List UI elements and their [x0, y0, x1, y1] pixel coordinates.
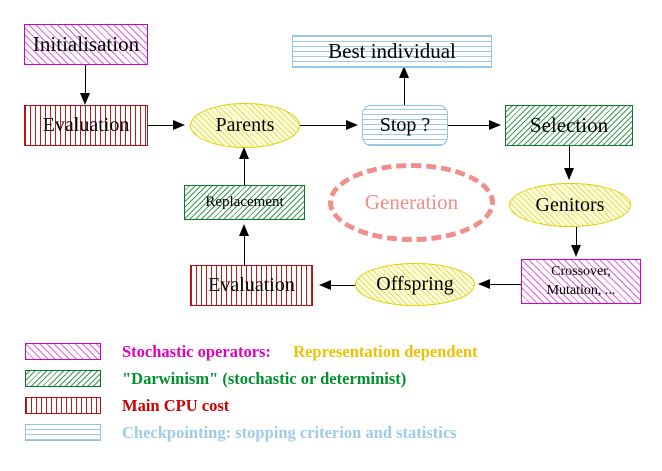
legend-text-checkpointing: Checkpointing: stopping criterion and st… — [122, 422, 457, 442]
legend-text-representation-dependent: Representation dependent — [293, 341, 478, 361]
node-offspring[interactable]: Offspring — [355, 263, 475, 306]
node-genitors[interactable]: Genitors — [509, 183, 631, 227]
arrowhead-left-offspring — [478, 278, 490, 289]
arrowhead-up-best-individual — [398, 66, 409, 78]
legend-text-stochastic-operators: Stochastic operators: — [122, 341, 271, 361]
legend-text-main-cpu-cost: Main CPU cost — [122, 395, 230, 415]
edge-replacement-to-parents — [244, 156, 246, 186]
node-parents-label: Parents — [215, 114, 275, 136]
legend-row-stochastic-operators: Stochastic operators: Representation dep… — [0, 338, 662, 365]
node-offspring-label: Offspring — [376, 273, 454, 295]
generation-region: Generation — [328, 163, 495, 242]
node-parents[interactable]: Parents — [190, 103, 300, 148]
legend-swatch-magenta — [25, 343, 101, 360]
edge-genitors-to-crossover — [576, 227, 578, 247]
arrowhead-right-parents — [173, 119, 185, 130]
node-evaluation-top-label: Evaluation — [42, 114, 130, 136]
edge-stop-to-selection — [448, 125, 491, 127]
edge-offspring-to-evaluation-bottom — [330, 285, 358, 287]
generation-label: Generation — [364, 190, 459, 214]
arrowhead-down-genitors — [563, 168, 574, 180]
edge-evaluation-bottom-to-replacement — [244, 233, 246, 265]
node-evaluation-bottom[interactable]: Evaluation — [190, 265, 313, 306]
legend-text-darwinism: "Darwinism" (stochastic or determinist) — [122, 368, 407, 388]
node-stop-label: Stop ? — [379, 114, 431, 136]
node-initialisation[interactable]: Initialisation — [24, 24, 148, 65]
node-best-individual-label: Best individual — [328, 39, 456, 64]
node-genitors-label: Genitors — [535, 193, 605, 216]
node-initialisation-label: Initialisation — [32, 32, 140, 57]
edge-stop-to-best-individual — [404, 75, 406, 106]
arrowhead-down-evaluation-top — [79, 93, 90, 105]
node-stop[interactable]: Stop ? — [362, 105, 448, 146]
node-crossover-mutation-label: Crossover, Mutation, ... — [546, 264, 616, 298]
node-replacement[interactable]: Replacement — [184, 185, 305, 220]
node-evaluation-bottom-label: Evaluation — [208, 274, 295, 296]
node-evaluation-top[interactable]: Evaluation — [24, 105, 148, 146]
legend: Stochastic operators: Representation dep… — [0, 338, 662, 446]
edge-initialisation-to-evaluation-top — [85, 65, 87, 96]
edge-selection-to-genitors — [569, 146, 571, 171]
arrowhead-down-crossover — [570, 245, 581, 257]
generation-dashed-ellipse — [328, 163, 495, 242]
node-selection-label: Selection — [529, 113, 609, 138]
node-best-individual[interactable]: Best individual — [292, 35, 492, 68]
node-crossover-mutation[interactable]: Crossover, Mutation, ... — [521, 259, 641, 304]
node-replacement-label: Replacement — [205, 193, 284, 210]
legend-row-darwinism: "Darwinism" (stochastic or determinist) — [0, 365, 662, 392]
edge-crossover-to-offspring — [487, 284, 523, 286]
arrowhead-up-parents — [238, 147, 249, 159]
arrowhead-right-stop — [346, 119, 358, 130]
arrowhead-up-replacement — [238, 224, 249, 236]
legend-row-main-cpu-cost: Main CPU cost — [0, 392, 662, 419]
legend-swatch-green — [25, 370, 101, 387]
edge-evaluation-top-to-parents — [148, 125, 178, 127]
legend-swatch-blue — [25, 424, 101, 441]
arrowhead-right-selection — [489, 119, 501, 130]
arrowhead-left-evaluation-bottom — [319, 279, 331, 290]
legend-swatch-red — [25, 397, 101, 414]
legend-row-checkpointing: Checkpointing: stopping criterion and st… — [0, 419, 662, 446]
edge-parents-to-stop — [300, 125, 348, 127]
legend-label-stochastic-operators: Stochastic operators: Representation dep… — [122, 342, 478, 362]
node-selection[interactable]: Selection — [505, 105, 633, 146]
